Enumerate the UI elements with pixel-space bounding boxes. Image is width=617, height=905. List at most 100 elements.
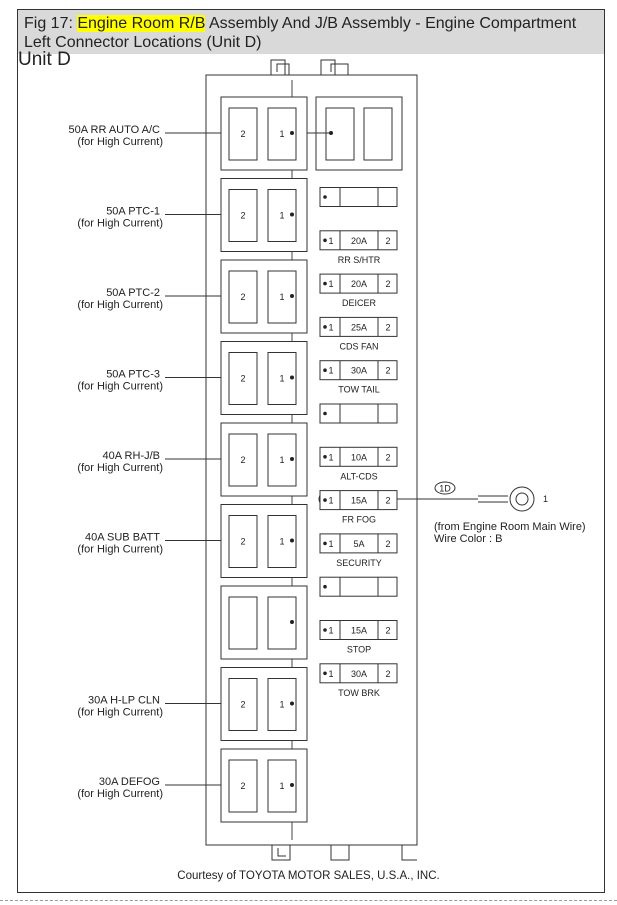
fuse-amperage: 10A <box>351 452 367 462</box>
fuse-terminal-dot <box>323 325 327 329</box>
fuse-name: CDS FAN <box>339 341 378 351</box>
relay-slot-left <box>228 433 258 487</box>
ring-terminal-hole <box>515 492 529 506</box>
bottom-tab-left <box>271 845 291 861</box>
relay-slot-left <box>228 107 258 161</box>
relay-pin-right: 1 <box>279 129 284 139</box>
fuse-amperage: 15A <box>351 496 367 506</box>
courtesy-credit: Courtesy of TOYOTA MOTOR SALES, U.S.A., … <box>177 870 440 882</box>
fuse-amperage: 20A <box>351 236 367 246</box>
relay-label: 40A RH-J/B <box>103 450 160 462</box>
fuse-body <box>319 187 398 207</box>
fuse-terminal-dot <box>323 195 327 199</box>
fuse-pin1: 1 <box>328 496 333 506</box>
relay-pin-left: 2 <box>240 129 245 139</box>
relay-sublabel: (for High Current) <box>77 788 163 800</box>
connector-tag-label: 1D <box>439 484 451 494</box>
caption-rest: Assembly And J/B Assembly - Engine Compa… <box>24 15 577 51</box>
fuse-name: TOW TAIL <box>338 385 380 395</box>
fuse-terminal-dot <box>323 584 327 589</box>
relay-sublabel: (for High Current) <box>77 218 163 230</box>
figure-caption: Fig 17: Engine Room R/B Assembly And J/B… <box>24 14 599 52</box>
fuse-pin2: 2 <box>385 452 390 462</box>
fuse-name: STOP <box>347 645 371 655</box>
relay-sublabel: (for High Current) <box>77 707 163 719</box>
relay-pin-right: 1 <box>279 537 284 547</box>
relay-pin-left: 2 <box>240 781 245 791</box>
ground-note-line1: (from Engine Room Main Wire) <box>434 521 586 533</box>
connector-tag-oval <box>434 481 456 495</box>
relay-label: 50A PTC-2 <box>106 287 160 299</box>
relay-pin-right: 1 <box>279 211 284 221</box>
fuse-amperage: 30A <box>351 669 367 679</box>
rr-auto-link-dot <box>329 131 333 135</box>
fuse-pin1: 1 <box>328 452 333 462</box>
relay-6 <box>220 585 308 660</box>
fuse-amperage: 20A <box>351 279 367 289</box>
fuse-pin2: 2 <box>385 366 390 376</box>
fuse-pin2: 2 <box>385 626 390 636</box>
relay-slot-left <box>228 678 258 731</box>
fuse-name: SECURITY <box>336 558 382 568</box>
fuse-amperage: 25A <box>351 322 367 332</box>
fuse-pin2: 2 <box>385 236 390 246</box>
relay-5: 2 1 40A SUB BATT(for High Current) <box>77 504 308 578</box>
relay-slot-left <box>228 352 258 405</box>
relay-pin-right: 1 <box>279 781 284 791</box>
fuse-amperage: 15A <box>351 626 367 636</box>
fuse-amperage: 30A <box>351 366 367 376</box>
fuse-terminal-dot <box>323 671 327 676</box>
bottom-tab-right <box>401 845 417 861</box>
fuse-pin1: 1 <box>328 626 333 636</box>
top-tab-right-inner <box>330 63 349 75</box>
relay-sublabel: (for High Current) <box>77 544 163 556</box>
relay-slot-left <box>228 515 258 568</box>
relay-terminal-dot <box>290 294 294 298</box>
relay-terminal-dot <box>290 783 294 787</box>
fuse-pin1: 1 <box>328 322 333 332</box>
relay-slot-left <box>228 270 258 324</box>
fuse-body <box>319 403 398 424</box>
relay-pin-left: 2 <box>240 537 245 547</box>
fuse-terminal-dot <box>323 498 327 502</box>
relay-label: 30A DEFOG <box>99 776 160 788</box>
relay-pin-left: 2 <box>240 211 245 221</box>
relay-label: 30A H-LP CLN <box>88 695 160 707</box>
relay-label: 40A SUB BATT <box>85 532 160 544</box>
relay-terminal-dot <box>290 131 294 135</box>
fuse-amperage: 5A <box>353 539 364 549</box>
fuse-pin2: 2 <box>385 322 390 332</box>
fuse-terminal-dot <box>323 455 327 459</box>
unit-title: Unit D <box>18 49 71 70</box>
fuse-terminal-dot <box>323 281 327 286</box>
fuse-pin2: 2 <box>385 669 390 679</box>
ground-pin-label: 1 <box>543 494 548 504</box>
top-tab-left-inner <box>276 63 290 75</box>
ground-note-line2: Wire Color : B <box>434 533 502 545</box>
fuse-0 <box>319 187 398 207</box>
relay-pin-right: 1 <box>279 455 284 465</box>
relay-terminal-dot <box>290 457 294 461</box>
bottom-rule <box>0 900 617 901</box>
relay-slot-left <box>228 596 258 650</box>
caption-prefix: Fig 17: <box>24 15 78 32</box>
relay-sublabel: (for High Current) <box>77 299 163 311</box>
relay-sublabel: (for High Current) <box>77 462 163 474</box>
fuse-terminal-dot <box>323 628 327 632</box>
fuse-terminal-dot <box>323 368 327 373</box>
fuse-terminal-dot <box>323 411 327 416</box>
fuse-pin1: 1 <box>328 236 333 246</box>
fuse-pin2: 2 <box>385 279 390 289</box>
